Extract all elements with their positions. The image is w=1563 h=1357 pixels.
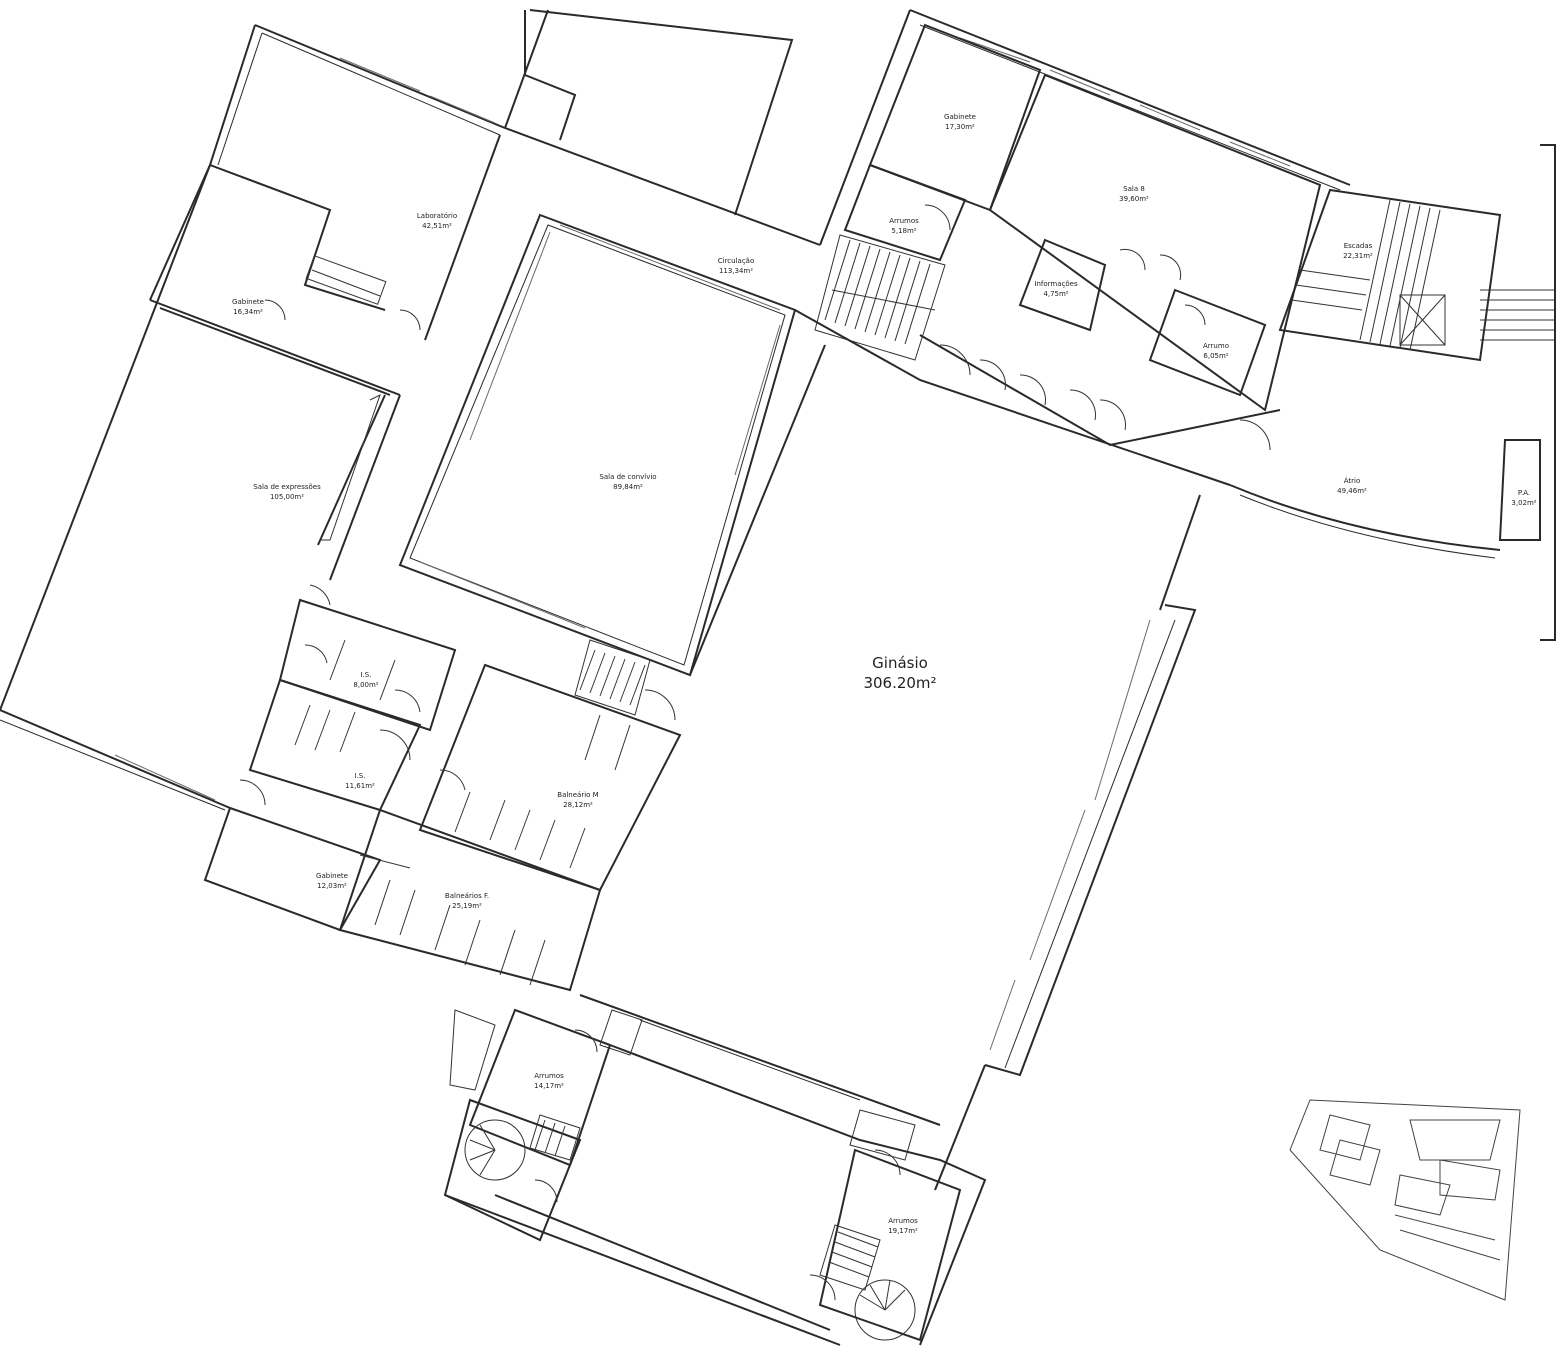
south-rooms (443, 1008, 987, 1346)
room-area-ginasio: 306.20m² (863, 674, 936, 692)
room-label-pa: P.A. (1518, 489, 1530, 497)
room-area-informacoes: 4,75m² (1043, 290, 1068, 298)
room-label-escadas: Escadas (1344, 242, 1373, 250)
room-label-gabinete-2: Gabinete (944, 113, 976, 121)
room-label-arrumos-3: Arrumos (888, 1217, 918, 1225)
room-label-circulacao: Circulação (718, 257, 755, 265)
room-area-sala-8: 39,60m² (1119, 195, 1149, 203)
sala-convivio-walls (398, 213, 797, 677)
room-label-gabinete-1: Gabinete (232, 298, 264, 306)
room-label-sala-8: Sala 8 (1123, 185, 1145, 193)
room-area-is-1: 8,00m² (353, 681, 378, 689)
room-area-laboratorio: 42,51m² (422, 222, 452, 230)
room-area-gabinete-1: 16,34m² (233, 308, 263, 316)
central-stairs (574, 639, 676, 721)
room-area-escadas: 22,31m² (1343, 252, 1373, 260)
room-label-balnearios-f: Balneários F. (445, 892, 489, 900)
room-area-arrumo: 6,05m² (1203, 352, 1228, 360)
room-area-atrio: 49,46m² (1337, 487, 1367, 495)
room-area-pa: 3,02m² (1511, 499, 1536, 507)
ginasio-walls (579, 344, 1197, 1191)
room-area-balnearios-f: 25,19m² (452, 902, 482, 910)
room-area-arrumos-3: 19,17m² (888, 1227, 918, 1235)
location-key-map (1289, 1099, 1521, 1301)
room-label-gabinete-3: Gabinete (316, 872, 348, 880)
sanitary-walls (203, 299, 682, 992)
stair-core (1278, 144, 1556, 641)
room-label-sala-convivio: Sala de convívio (599, 473, 656, 481)
north-context-walls (504, 9, 1351, 246)
room-label-arrumo: Arrumo (1203, 342, 1229, 350)
room-labels: Laboratório 42,51m² Gabinete 16,34m² Sal… (232, 113, 1537, 1235)
room-area-arrumos-1: 5,18m² (891, 227, 916, 235)
room-area-gabinete-3: 12,03m² (317, 882, 347, 890)
room-label-sala-expressoes: Sala de expressões (253, 483, 321, 491)
atrio-walls (1159, 439, 1541, 611)
room-area-sala-expressoes: 105,00m² (270, 493, 304, 501)
room-label-arrumos-2: Arrumos (534, 1072, 564, 1080)
room-area-balneario-m: 28,12m² (563, 801, 593, 809)
west-wing-walls (0, 24, 821, 811)
room-label-informacoes: Informações (1034, 280, 1078, 288)
room-label-atrio: Átrio (1344, 476, 1361, 485)
room-area-circulacao: 113,34m² (719, 267, 753, 275)
north-east-rooms (794, 23, 1322, 486)
room-label-is-2: I.S. (355, 772, 366, 780)
room-area-sala-convivio: 89,84m² (613, 483, 643, 491)
room-label-balneario-m: Balneário M (557, 791, 598, 799)
room-label-arrumos-1: Arrumos (889, 217, 919, 225)
room-label-laboratorio: Laboratório (417, 212, 457, 220)
room-label-ginasio: Ginásio (872, 654, 928, 672)
room-area-gabinete-2: 17,30m² (945, 123, 975, 131)
room-area-is-2: 11,61m² (345, 782, 375, 790)
room-label-is-1: I.S. (361, 671, 372, 679)
room-area-arrumos-2: 14,17m² (534, 1082, 564, 1090)
